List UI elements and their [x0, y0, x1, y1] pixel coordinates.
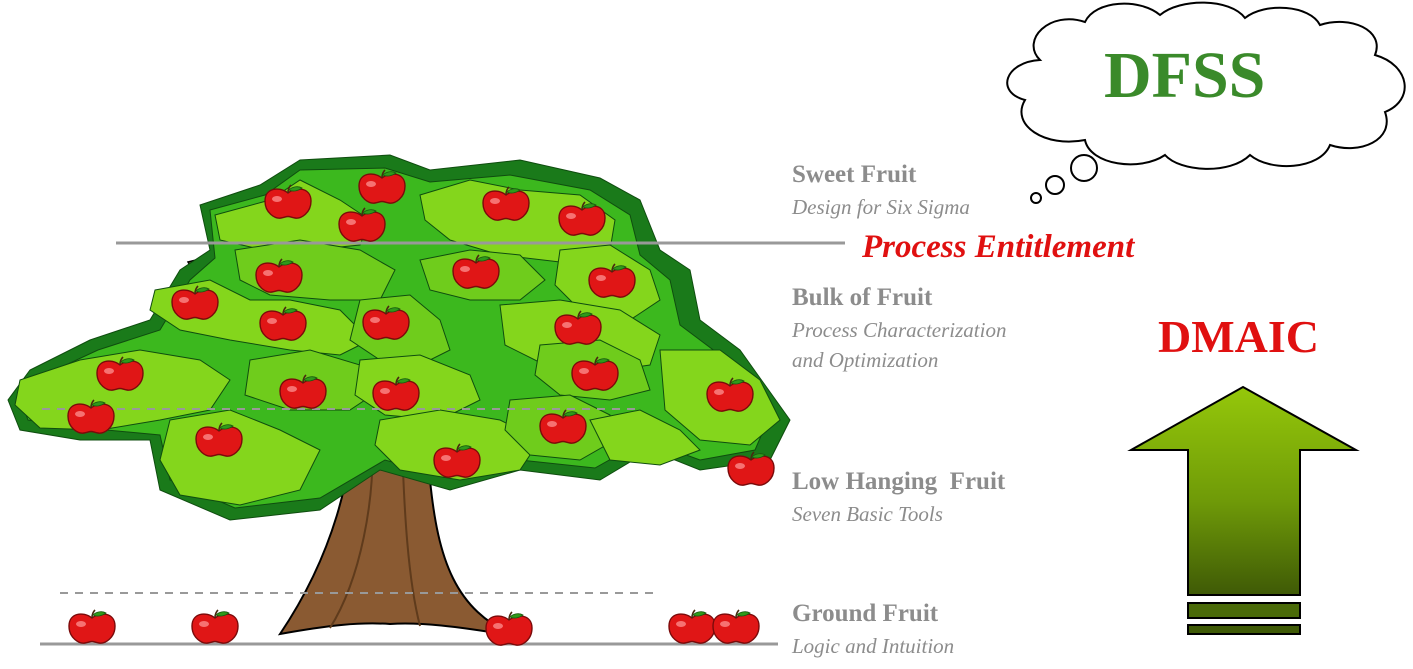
level-title-ground-fruit: Ground Fruit: [792, 600, 939, 627]
apple-icon: [485, 611, 533, 646]
apple-icon: [668, 609, 716, 644]
thought-bubble-small: [1030, 192, 1042, 204]
apple-icon: [712, 609, 760, 644]
apple-icon: [358, 169, 406, 204]
dfss-label: DFSS: [1104, 39, 1266, 112]
level-subtitle-low-hanging-fruit: Seven Basic Tools: [792, 502, 943, 526]
apple-icon: [338, 207, 386, 242]
apple-icon: [727, 451, 775, 486]
apple-icon: [171, 285, 219, 320]
apple-icon: [558, 201, 606, 236]
apple-icon: [539, 409, 587, 444]
level-subtitle-bulk-of-fruit-2: and Optimization: [792, 348, 939, 372]
level-subtitle-bulk-of-fruit-1: Process Characterization: [792, 318, 1007, 342]
apple-icon: [554, 310, 602, 345]
apple-icon: [264, 184, 312, 219]
thought-cloud-icon: [1006, 1, 1406, 204]
apple-icon: [452, 254, 500, 289]
process-entitlement-label: Process Entitlement: [862, 229, 1135, 265]
apple-icon: [255, 258, 303, 293]
apple-icon: [482, 186, 530, 221]
level-title-sweet-fruit: Sweet Fruit: [792, 161, 917, 188]
level-title-low-hanging-fruit: Low Hanging Fruit: [792, 468, 1006, 495]
apple-icon: [433, 443, 481, 478]
apple-icon: [588, 263, 636, 298]
up-arrow-icon: [1127, 385, 1360, 635]
level-subtitle-ground-fruit: Logic and Intuition: [792, 634, 955, 658]
thought-bubble-large: [1070, 154, 1098, 182]
level-subtitle-sweet-fruit: Design for Six Sigma: [792, 195, 970, 219]
apple-icon: [279, 374, 327, 409]
apple-icon: [96, 356, 144, 391]
apple-icon: [67, 399, 115, 434]
guide-lines: [40, 241, 845, 646]
apple-icon: [195, 422, 243, 457]
apple-icon: [259, 306, 307, 341]
apple-icon: [706, 377, 754, 412]
thought-bubble-medium: [1045, 175, 1065, 195]
apple-icon: [68, 609, 116, 644]
apple-icon: [362, 305, 410, 340]
apple-icon: [372, 376, 420, 411]
apple-icon: [191, 609, 239, 644]
level-title-bulk-of-fruit: Bulk of Fruit: [792, 284, 933, 311]
dmaic-label: DMAIC: [1158, 311, 1319, 362]
apple-icon: [571, 356, 619, 391]
